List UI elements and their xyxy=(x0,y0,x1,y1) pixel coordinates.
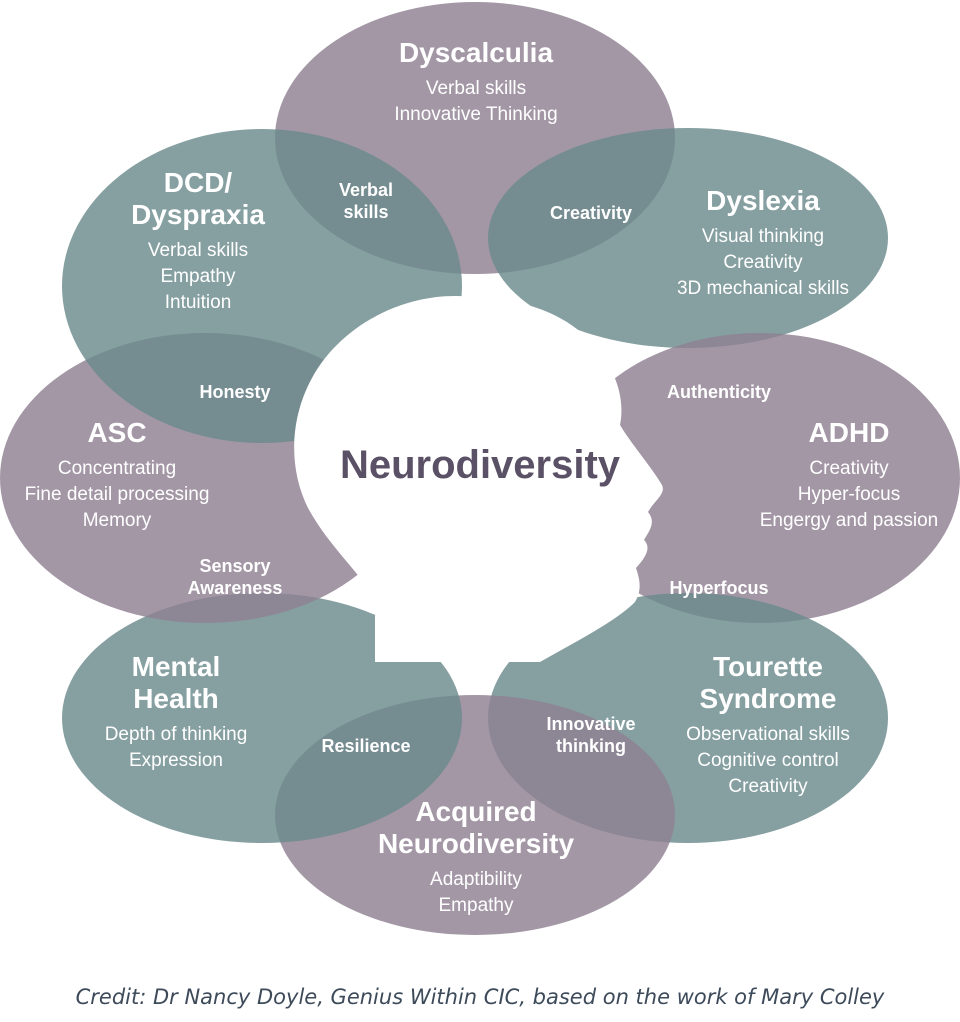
petal-strength-item: Hyper-focus xyxy=(798,484,900,505)
overlap-label: Sensory xyxy=(199,556,270,576)
petal-title: Health xyxy=(133,683,219,714)
petal-strength-item: Creativity xyxy=(723,252,803,273)
petal-title: Tourette xyxy=(713,651,823,682)
petal-title: Neurodiversity xyxy=(378,828,574,859)
overlap-label: Honesty xyxy=(199,382,270,402)
petal-strength-item: Innovative Thinking xyxy=(394,104,557,125)
petal-strength-item: Creativity xyxy=(809,458,889,479)
petal-strength-item: Adaptibility xyxy=(430,869,522,890)
petal-title: Syndrome xyxy=(700,683,837,714)
petal-title: Mental xyxy=(132,651,221,682)
petal-mental-health xyxy=(62,593,462,843)
petal-strength-item: Fine detail processing xyxy=(25,484,210,505)
petal-title: Acquired xyxy=(415,796,536,827)
petal-title: DCD/ xyxy=(164,167,233,198)
petal-strength-item: Verbal skills xyxy=(426,78,526,99)
overlap-label: Authenticity xyxy=(667,382,771,402)
overlap-label: thinking xyxy=(556,736,626,756)
petal-strength-item: Concentrating xyxy=(58,458,176,479)
petal-strength-item: Depth of thinking xyxy=(105,724,248,745)
petal-title: Dyslexia xyxy=(706,185,820,216)
overlap-label: skills xyxy=(343,202,388,222)
petal-strength-item: Creativity xyxy=(728,776,808,797)
petal-dyslexia xyxy=(488,128,888,348)
petal-title: ASC xyxy=(87,417,146,448)
overlap-label: Verbal xyxy=(339,180,393,200)
overlap-label: Innovative xyxy=(546,714,635,734)
petal-strength-item: Cognitive control xyxy=(697,750,839,771)
overlap-label: Awareness xyxy=(188,578,283,598)
center-title: Neurodiversity xyxy=(340,443,621,487)
petal-strength-item: Visual thinking xyxy=(702,226,824,247)
petal-strength-item: Intuition xyxy=(165,292,232,313)
petal-strength-item: Memory xyxy=(83,510,152,531)
overlap-label: Hyperfocus xyxy=(669,578,768,598)
head-silhouette xyxy=(294,296,663,662)
petal-strength-item: 3D mechanical skills xyxy=(677,278,849,299)
petal-title: ADHD xyxy=(809,417,890,448)
petal-strength-item: Empathy xyxy=(161,266,236,287)
overlap-label: Creativity xyxy=(550,203,632,223)
overlap-label: Resilience xyxy=(321,736,410,756)
petal-strength-item: Engergy and passion xyxy=(760,510,939,531)
credit-line: Credit: Dr Nancy Doyle, Genius Within CI… xyxy=(75,985,885,1009)
petal-strength-item: Expression xyxy=(129,750,223,771)
petal-strength-item: Observational skills xyxy=(686,724,850,745)
petal-title: Dyspraxia xyxy=(131,199,265,230)
petal-strength-item: Empathy xyxy=(439,895,514,916)
petal-strength-item: Verbal skills xyxy=(148,240,248,261)
petal-title: Dyscalculia xyxy=(399,37,554,68)
petal-adhd xyxy=(560,333,960,623)
